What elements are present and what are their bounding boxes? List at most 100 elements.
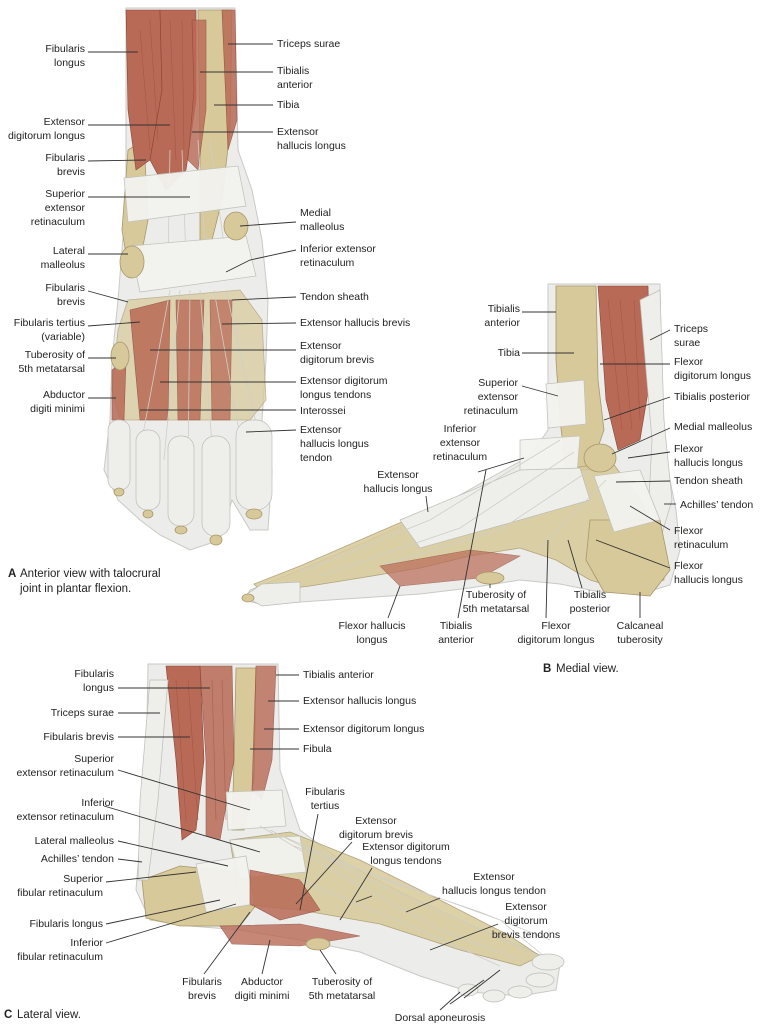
label-a-ext-hal-longus-l2: hallucis longus xyxy=(277,140,346,152)
label-c-ext-dig-long-tendons: Extensor digitorum xyxy=(362,841,450,853)
label-a-fibularis-brevis: Fibularis xyxy=(45,152,85,164)
label-b-sup-ext-ret-l2: extensor xyxy=(478,391,519,403)
label-b-bottom-fhl-l2: longus xyxy=(357,634,388,646)
label-c-sup-fib-ret: Superior xyxy=(63,873,103,885)
panel-a-illustration xyxy=(103,7,273,551)
label-a-medial-malleolus-l2: malleolus xyxy=(300,221,344,233)
label-a-ext-hal-long-tendon-l3: tendon xyxy=(300,452,332,464)
label-c-sup-ext-ret: Superior xyxy=(74,753,114,765)
panel-c-illustration xyxy=(135,663,565,1003)
label-c-fibularis-tertius-l2: tertius xyxy=(311,800,340,812)
panel-a-lateral-malleolus xyxy=(119,245,145,279)
label-a-ext-dig-brevis-l2: digitorum brevis xyxy=(300,354,374,366)
label-c-inf-fib-ret: Inferior xyxy=(70,937,103,949)
label-b-tibialis-anterior-l2: anterior xyxy=(484,317,520,329)
panel-c-ext-dig-brevis-muscle xyxy=(249,869,321,921)
label-a-sup-ext-ret-l3: retinaculum xyxy=(31,216,86,228)
label-c-triceps-surae: Triceps surae xyxy=(51,707,114,719)
label-b-sup-ext-ret: Superior xyxy=(478,377,518,389)
label-c-fibularis-longus-b: Fibularis longus xyxy=(29,918,103,930)
panel-b-achilles xyxy=(639,289,673,541)
label-a-tuberosity-l2: 5th metatarsal xyxy=(18,363,85,375)
label-c-ext-dig-brevis-tendons-l3: brevis tendons xyxy=(492,929,560,941)
label-c-inf-ext-ret: Inferior xyxy=(81,797,114,809)
panel-a-toes xyxy=(107,419,273,546)
label-b-inf-ext-ret-l3: retinaculum xyxy=(433,451,488,463)
panel-b-superior-retinaculum xyxy=(545,379,587,429)
panel-a-superior-extensor-retinaculum xyxy=(123,165,247,223)
label-c-achilles: Achilles’ tendon xyxy=(41,853,114,865)
label-b-triceps-surae-l2: surae xyxy=(674,337,700,349)
label-b-tibialis-anterior: Tibialis xyxy=(488,303,520,315)
label-c-sup-fib-ret-l2: fibular retinaculum xyxy=(17,887,103,899)
panel-c-caption-text: Lateral view. xyxy=(17,1009,81,1021)
panel-c-labels-bottom: Fibularis brevis Abductor digiti minimi … xyxy=(182,911,501,1024)
label-a-lateral-malleolus: Lateral xyxy=(53,245,85,257)
label-a-triceps-surae: Triceps surae xyxy=(277,38,340,50)
label-b-ext-hal-longus: Extensor xyxy=(377,469,419,481)
label-b-bottom-calc: Calcaneal xyxy=(617,620,664,632)
panel-b-letter: B xyxy=(543,663,551,675)
label-a-tuberosity: Tuberosity of xyxy=(25,349,85,361)
label-b-achilles: Achilles’ tendon xyxy=(680,499,753,511)
panel-a-triceps-muscle xyxy=(221,9,238,151)
panel-a-medial-malleolus xyxy=(223,211,249,241)
label-c-lat-malleolus: Lateral malleolus xyxy=(35,835,114,847)
panel-a-letter: A xyxy=(8,568,16,580)
panel-b-caption-text: Medial view. xyxy=(556,663,619,675)
label-c-fibularis-longus-l2: longus xyxy=(83,682,114,694)
label-b-bottom-fdl-l2: digitorum longus xyxy=(517,634,594,646)
label-b-tendon-sheath: Tendon sheath xyxy=(674,475,743,487)
panel-a-labels-left: Fibularis longus Extensor digitorum long… xyxy=(8,43,190,415)
label-c-dorsal-aponeurosis: Dorsal aponeurosis xyxy=(395,1012,485,1024)
panel-c-letter: C xyxy=(4,1009,12,1021)
label-a-lateral-malleolus-l2: malleolus xyxy=(41,259,85,271)
label-a-inf-ext-ret-l2: retinaculum xyxy=(300,257,355,269)
label-b-flexor-hal-longus-l2: hallucis longus xyxy=(674,457,743,469)
label-c-ext-dig-long-tendons-l2: longus tendons xyxy=(370,855,441,867)
label-b-bottom-tib-ant: Tibialis xyxy=(440,620,472,632)
label-b-bottom-fhl: Flexor hallucis xyxy=(338,620,405,632)
label-a-ext-hal-long-tendon: Extensor xyxy=(300,424,342,436)
label-a-fibularis-brevis-b-l2: brevis xyxy=(57,296,85,308)
label-b-ext-hal-longus-l2: hallucis longus xyxy=(364,483,433,495)
label-a-abductor-l2: digiti minimi xyxy=(30,403,85,415)
label-a-ext-dig-longus-l2: digitorum longus xyxy=(8,130,85,142)
label-c-fibularis-brevis: Fibularis brevis xyxy=(43,731,114,743)
label-c-fibularis-longus: Fibularis xyxy=(74,668,114,680)
label-c-ext-dig-brevis-l2: digitorum brevis xyxy=(339,829,413,841)
label-a-sup-ext-ret-l2: extensor xyxy=(45,202,86,214)
panel-b-illustration xyxy=(241,283,681,607)
label-c-bottom-abductor-l2: digiti minimi xyxy=(235,990,290,1002)
label-c-inf-ext-ret-l2: extensor retinaculum xyxy=(17,811,115,823)
label-c-bottom-fib-brevis: Fibularis xyxy=(182,976,222,988)
label-b-bottom-tib-post: Tibialis xyxy=(574,589,606,601)
label-a-ext-dig-brevis: Extensor xyxy=(300,340,342,352)
label-a-fibularis-tertius: Fibularis tertius xyxy=(14,317,85,329)
label-a-tibialis-anterior-l2: anterior xyxy=(277,79,313,91)
label-a-fibularis-brevis-b: Fibularis xyxy=(45,282,85,294)
label-a-tendon-sheath: Tendon sheath xyxy=(300,291,369,303)
label-b-triceps-surae: Triceps xyxy=(674,323,708,335)
panel-b-flexor-retinaculum xyxy=(593,469,661,533)
panel-b-caption: B Medial view. xyxy=(543,663,619,675)
label-b-flexor-hal-longus-b: Flexor xyxy=(674,560,704,572)
panel-c-achilles xyxy=(137,679,169,881)
label-c-ext-dig-brevis-tendons-l2: digitorum xyxy=(504,915,547,927)
label-b-flexor-hal-longus-b-l2: hallucis longus xyxy=(674,574,743,586)
label-c-bottom-tuberosity-l2: 5th metatarsal xyxy=(309,990,376,1002)
label-c-ext-hal-long-tendon-l2: hallucis longus tendon xyxy=(442,885,546,897)
label-a-ext-hal-long-tendon-l2: hallucis longus xyxy=(300,438,369,450)
label-a-interossei: Interossei xyxy=(300,405,346,417)
panel-c-labels-right: Tibialis anterior Extensor hallucis long… xyxy=(250,669,560,951)
label-c-bottom-fib-brevis-l2: brevis xyxy=(188,990,216,1002)
label-b-bottom-fdl: Flexor xyxy=(541,620,571,632)
label-a-sup-ext-ret: Superior xyxy=(45,188,85,200)
label-a-fibularis-longus: Fibularis xyxy=(45,43,85,55)
label-a-ext-hal-brevis: Extensor hallucis brevis xyxy=(300,317,410,329)
label-c-ext-dig-longus: Extensor digitorum longus xyxy=(303,723,424,735)
label-b-flexor-dig-longus-l2: digitorum longus xyxy=(674,370,751,382)
panel-c-superior-ext-retinaculum xyxy=(225,789,287,831)
label-c-bottom-abductor: Abductor xyxy=(241,976,284,988)
